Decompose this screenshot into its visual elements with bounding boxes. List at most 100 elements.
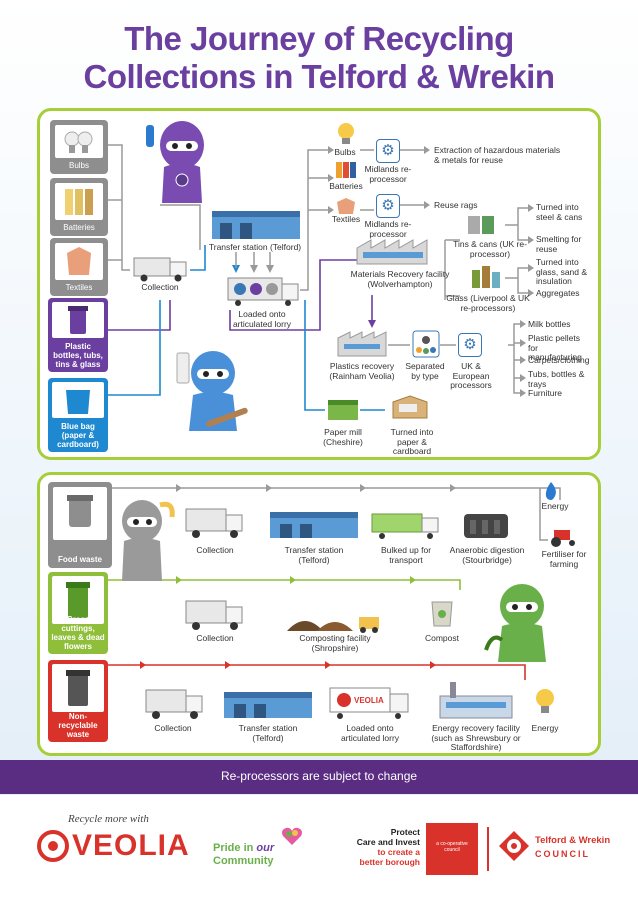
- veolia-logo-text: VEOLIA: [72, 829, 190, 862]
- gear-icon-2: ⚙: [376, 194, 400, 218]
- aggregates-label: Aggregates: [536, 288, 580, 298]
- textiles-box: Textiles: [50, 238, 108, 296]
- nonrec-step-lorry: Loaded onto articulated lorry: [340, 723, 400, 743]
- food-caddy-image: [53, 487, 107, 540]
- output-carpets: Carpets/clothing: [528, 355, 590, 365]
- title-line-2: Collections in Telford & Wrekin: [83, 58, 556, 95]
- telford-crest-icon: [499, 831, 529, 861]
- textiles-icon: [337, 198, 355, 214]
- black-bin-image: [52, 664, 104, 712]
- logo-strip: Recycle more with VEOLIA Pride in our Co…: [0, 795, 638, 900]
- transfer-station-icon: [212, 211, 300, 239]
- protect-line-2: Care and Invest: [356, 837, 420, 847]
- veolia-logo-icon: [37, 830, 69, 862]
- hazardous-extraction-label: Extraction of hazardous materials & meta…: [434, 145, 561, 165]
- cardboard-box-icon: [392, 395, 428, 419]
- protect-line-1: Protect: [390, 827, 420, 837]
- protect-line-4: better borough: [359, 857, 420, 867]
- plastic-bin-box: Plastic bottles, tubs, tins & glass: [48, 298, 108, 372]
- veolia-truck-text: VEOLIA: [354, 696, 384, 705]
- veolia-lorry-icon: VEOLIA: [329, 687, 409, 719]
- disclaimer-text: Re-processors are subject to change: [220, 769, 418, 783]
- energy-recovery-facility-icon: [439, 682, 513, 719]
- garden-waste-box: Grass cuttings, leaves & dead flowers: [48, 572, 108, 654]
- garden-step-collection: Collection: [196, 633, 234, 643]
- garden-waste-label: Grass cuttings, leaves & dead flowers: [51, 615, 105, 651]
- compost-bag-icon: [431, 601, 453, 627]
- food-step-digestion: Anaerobic digestion (Stourbridge): [449, 545, 525, 565]
- flame-icon: [545, 482, 556, 500]
- blue-bag-label: Blue bag (paper & cardboard): [57, 422, 99, 449]
- glass-bottles-icon: [472, 266, 500, 288]
- steel-label: Turned into steel & cans: [536, 202, 583, 222]
- pride-in: Pride in: [213, 842, 254, 854]
- midlands-reprocessor-1: Midlands re-processor: [364, 164, 412, 184]
- pride-our: our: [256, 842, 275, 854]
- glass-output-label: Turned into glass, sand & insulation: [536, 257, 588, 286]
- nonrec-step-transfer: Transfer station (Telford): [238, 723, 298, 743]
- smelting-label: Smelting for reuse: [536, 234, 582, 254]
- bottom-flow-lines: [108, 484, 561, 680]
- midlands-reprocessor-2: Midlands re-processor: [364, 219, 412, 239]
- food-step-transfer: Transfer station (Telford): [284, 545, 344, 565]
- top-flow-lines: [108, 144, 534, 411]
- grey-mascot-illustration: [122, 500, 175, 581]
- plastic-bin-label: Plastic bottles, tubs, tins & glass: [53, 342, 103, 369]
- output-furniture: Furniture: [528, 388, 563, 398]
- nonrec-step-energy-recovery: Energy recovery facility (such as Shrews…: [431, 723, 521, 752]
- coop-council-logo: a co-operative council: [426, 823, 478, 875]
- fertiliser-label: Fertiliser for farming: [541, 549, 587, 569]
- nonrec-transfer-station-icon: [224, 692, 312, 718]
- tins-cans-icon: [468, 216, 494, 234]
- food-collection-truck-icon: [185, 508, 243, 538]
- green-mascot-illustration: [484, 584, 546, 662]
- council-text: COUNCIL: [535, 849, 590, 859]
- textiles-image: [55, 243, 103, 280]
- food-step-collection: Collection: [196, 545, 234, 555]
- blue-mascot-illustration: [176, 351, 248, 431]
- food-waste-label: Food waste: [57, 555, 102, 564]
- mrf-building-icon: [356, 239, 428, 265]
- light-bulb-icon: [536, 689, 554, 713]
- composting-facility-icon: [287, 617, 379, 633]
- separated-label: Separated by type: [405, 361, 445, 381]
- blue-bag-box: Blue bag (paper & cardboard): [48, 378, 108, 452]
- bulbs-label: Bulbs: [68, 161, 89, 170]
- garden-step-compost: Compost: [424, 633, 459, 643]
- sorting-icon: [412, 330, 440, 358]
- gear-icon-3: ⚙: [458, 333, 482, 357]
- purple-bin-image: [52, 302, 104, 338]
- bulbs-label-right: Bulbs: [334, 147, 356, 157]
- output-milk-bottles: Milk bottles: [528, 319, 571, 329]
- title-line-1: The Journey of Recycling: [124, 20, 514, 57]
- textiles-label: Textiles: [65, 283, 93, 292]
- output-tubs: Tubs, bottles & trays: [528, 369, 585, 389]
- batteries-label: Batteries: [63, 223, 95, 232]
- bulb-icon: [338, 123, 354, 144]
- pride-text-1: Pride in our: [213, 842, 274, 854]
- top-collection-label: Collection: [141, 282, 179, 292]
- collection-truck-icon: [133, 257, 187, 282]
- reuse-rags-label: Reuse rags: [434, 200, 478, 210]
- green-bin-image: [52, 576, 104, 624]
- batteries-label-right: Batteries: [329, 181, 363, 191]
- garden-step-composting: Composting facility (Shropshire): [299, 633, 371, 653]
- tins-cans-label: Tins & cans (UK re-processor): [453, 239, 527, 259]
- top-transfer-station-label: Transfer station (Telford): [208, 242, 302, 252]
- nonrecyclable-label: Non-recyclable waste: [58, 712, 98, 739]
- plastics-recovery-label: Plastics recovery (Rainham Veolia): [329, 361, 395, 381]
- garden-collection-truck-icon: [185, 600, 243, 630]
- disclaimer-bar: Re-processors are subject to change: [0, 760, 638, 794]
- batteries-image: [55, 183, 103, 220]
- mrf-label: Materials Recovery facility (Wolverhampt…: [350, 269, 450, 289]
- gear-icon: ⚙: [376, 139, 400, 163]
- recycle-more-text: Recycle more with: [68, 813, 149, 825]
- batteries-icon: [336, 162, 356, 178]
- plastics-recovery-building-icon: [337, 331, 387, 357]
- nonrec-step-collection: Collection: [154, 723, 192, 733]
- food-step-bulked: Bulked up for transport: [380, 545, 432, 565]
- blue-bag-image: [52, 382, 104, 418]
- bulking-lorry-icon: [371, 513, 439, 539]
- food-energy-label: Energy: [541, 501, 569, 511]
- food-transfer-station-icon: [270, 512, 358, 538]
